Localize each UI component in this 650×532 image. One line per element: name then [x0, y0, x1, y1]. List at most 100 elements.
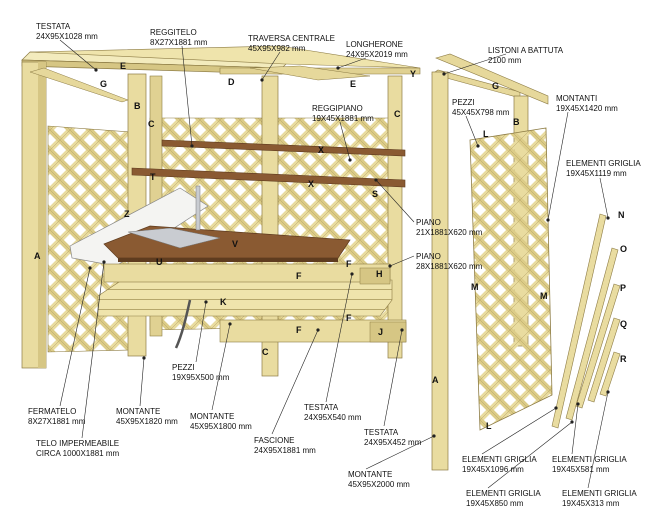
label-dimensions: CIRCA 1000X1881 mm	[36, 448, 120, 458]
label-dimensions: 24X95X1028 mm	[36, 31, 98, 41]
label-title: LONGHERONE	[346, 40, 403, 49]
part-letter-e1: E	[120, 61, 127, 71]
part-letter-s: S	[372, 189, 379, 199]
label-dimensions: 19X45X1420 mm	[556, 103, 618, 113]
lower-bench	[97, 263, 407, 349]
label-dimensions: 24X95X1881 mm	[254, 445, 316, 455]
leader-dot	[374, 178, 378, 182]
leader-line	[487, 421, 573, 489]
label-dimensions: 19X45X850 mm	[466, 498, 524, 508]
label-title: PIANO	[416, 252, 441, 261]
leader-line	[211, 323, 231, 411]
part-letter-g1: G	[100, 79, 108, 89]
leader-line	[139, 357, 145, 407]
shelves	[131, 139, 406, 188]
leader-dot	[554, 406, 558, 410]
part-letter-k: K	[220, 297, 227, 307]
leader-line	[59, 267, 91, 407]
label-title: MONTANTE	[116, 407, 161, 416]
leader-line	[389, 255, 415, 267]
leader-dot	[400, 328, 404, 332]
label-title: TESTATA	[36, 22, 71, 31]
part-letter-f1: F	[296, 271, 302, 281]
label-title: TESTATA	[364, 428, 399, 437]
leader-line	[325, 273, 353, 403]
part-letter-j: J	[378, 327, 384, 337]
leader-line	[337, 57, 367, 69]
label-dimensions: 19X45X1096 mm	[462, 464, 524, 474]
label-title: PIANO	[416, 218, 441, 227]
part-letter-a1: A	[34, 251, 41, 261]
part-letter-x1: X	[318, 145, 325, 155]
label-dimensions: 2100 mm	[488, 55, 522, 65]
leader-dot	[442, 72, 446, 76]
label-dimensions: 45X95X1820 mm	[116, 416, 178, 426]
leader-dot	[432, 434, 436, 438]
part-letter-f4: F	[346, 313, 352, 323]
leader-dot	[546, 218, 550, 222]
label-title: MONTANTE	[190, 412, 235, 421]
part-letter-l2: L	[486, 421, 492, 431]
label-dimensions: 28X1881X620 mm	[416, 261, 483, 271]
part-letter-m1: M	[471, 282, 479, 292]
label-title: MONTANTI	[556, 94, 598, 103]
part-letter-u: U	[156, 257, 163, 267]
part-letter-g2: G	[492, 81, 500, 91]
leader-line	[375, 179, 415, 223]
part-letter-q: Q	[620, 319, 628, 329]
leader-dot	[260, 78, 264, 82]
leader-dot	[570, 420, 574, 424]
counter	[103, 185, 351, 262]
leader-line	[81, 261, 105, 439]
leader-dot	[94, 68, 98, 72]
label-title: PEZZI	[452, 98, 475, 107]
leader-dot	[606, 216, 610, 220]
label-dimensions: 45X95X982 mm	[248, 43, 306, 53]
part-letter-y: Y	[410, 69, 417, 79]
part-letter-z: Z	[124, 209, 130, 219]
label-dimensions: 19X95X500 mm	[172, 372, 230, 382]
part-letter-d: D	[228, 77, 235, 87]
label-title: FERMATELO	[28, 407, 77, 416]
part-letter-a2: A	[432, 375, 439, 385]
label-title: TRAVERSA CENTRALE	[248, 34, 335, 43]
label-dimensions: 45X95X2000 mm	[348, 479, 410, 489]
leader-dot	[348, 158, 352, 162]
leader-dot	[606, 390, 610, 394]
leader-dot	[204, 300, 208, 304]
label-dimensions: 19X45X313 mm	[562, 498, 620, 508]
part-letter-x2: X	[308, 179, 315, 189]
leader-line	[443, 53, 507, 75]
part-letter-m2: M	[540, 291, 548, 301]
leader-line	[59, 39, 97, 71]
label-title: REGGITELO	[150, 28, 197, 37]
part-letter-v: V	[232, 239, 239, 249]
label-dimensions: 24X95X540 mm	[304, 412, 362, 422]
label-title: FASCIONE	[254, 436, 295, 445]
grid-elements-exploded	[551, 213, 621, 429]
label-dimensions: 8X27X1881 mm	[28, 416, 86, 426]
leader-dot	[336, 66, 340, 70]
label-title: ELEMENTI GRIGLIA	[566, 159, 641, 168]
leader-line	[571, 403, 579, 455]
leader-dot	[190, 144, 194, 148]
leader-line	[181, 45, 193, 147]
part-letter-l1: L	[483, 129, 489, 139]
part-letter-o: O	[620, 244, 628, 254]
